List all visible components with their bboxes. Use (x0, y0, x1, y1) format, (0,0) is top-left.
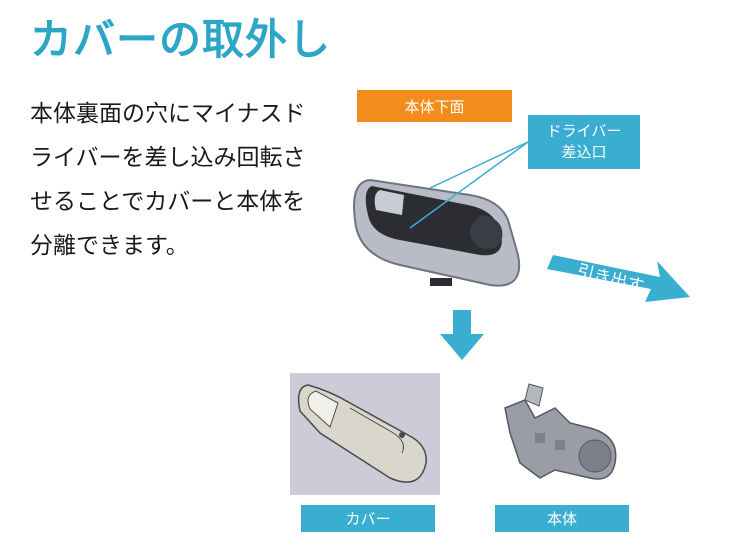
driver-slot-label: ドライバー 差込口 (528, 115, 640, 169)
bottom-face-label: 本体下面 (357, 90, 512, 122)
description-line: 分離できます。 (30, 233, 189, 259)
page-title: カバーの取外し (30, 15, 332, 64)
cover-label: カバー (301, 505, 435, 532)
arrow-down-icon (440, 310, 484, 360)
description: 本体裏面の穴にマイナスド ライバーを差し込み回転さ せることでカバーと本体を 分… (30, 92, 330, 268)
description-line: ライバーを差し込み回転さ (30, 145, 306, 171)
arrow-right-icon (547, 255, 690, 302)
description-line: 本体裏面の穴にマイナスド (30, 101, 306, 127)
description-line: せることでカバーと本体を (30, 189, 306, 215)
driver-slot-label-line1: ドライバー (546, 122, 622, 140)
cover-illustration (297, 384, 427, 483)
driver-slot-label-line2: 差込口 (561, 143, 607, 161)
body-label: 本体 (495, 505, 629, 532)
assembled-unit-illustration (353, 178, 521, 287)
body-illustration (504, 383, 617, 480)
